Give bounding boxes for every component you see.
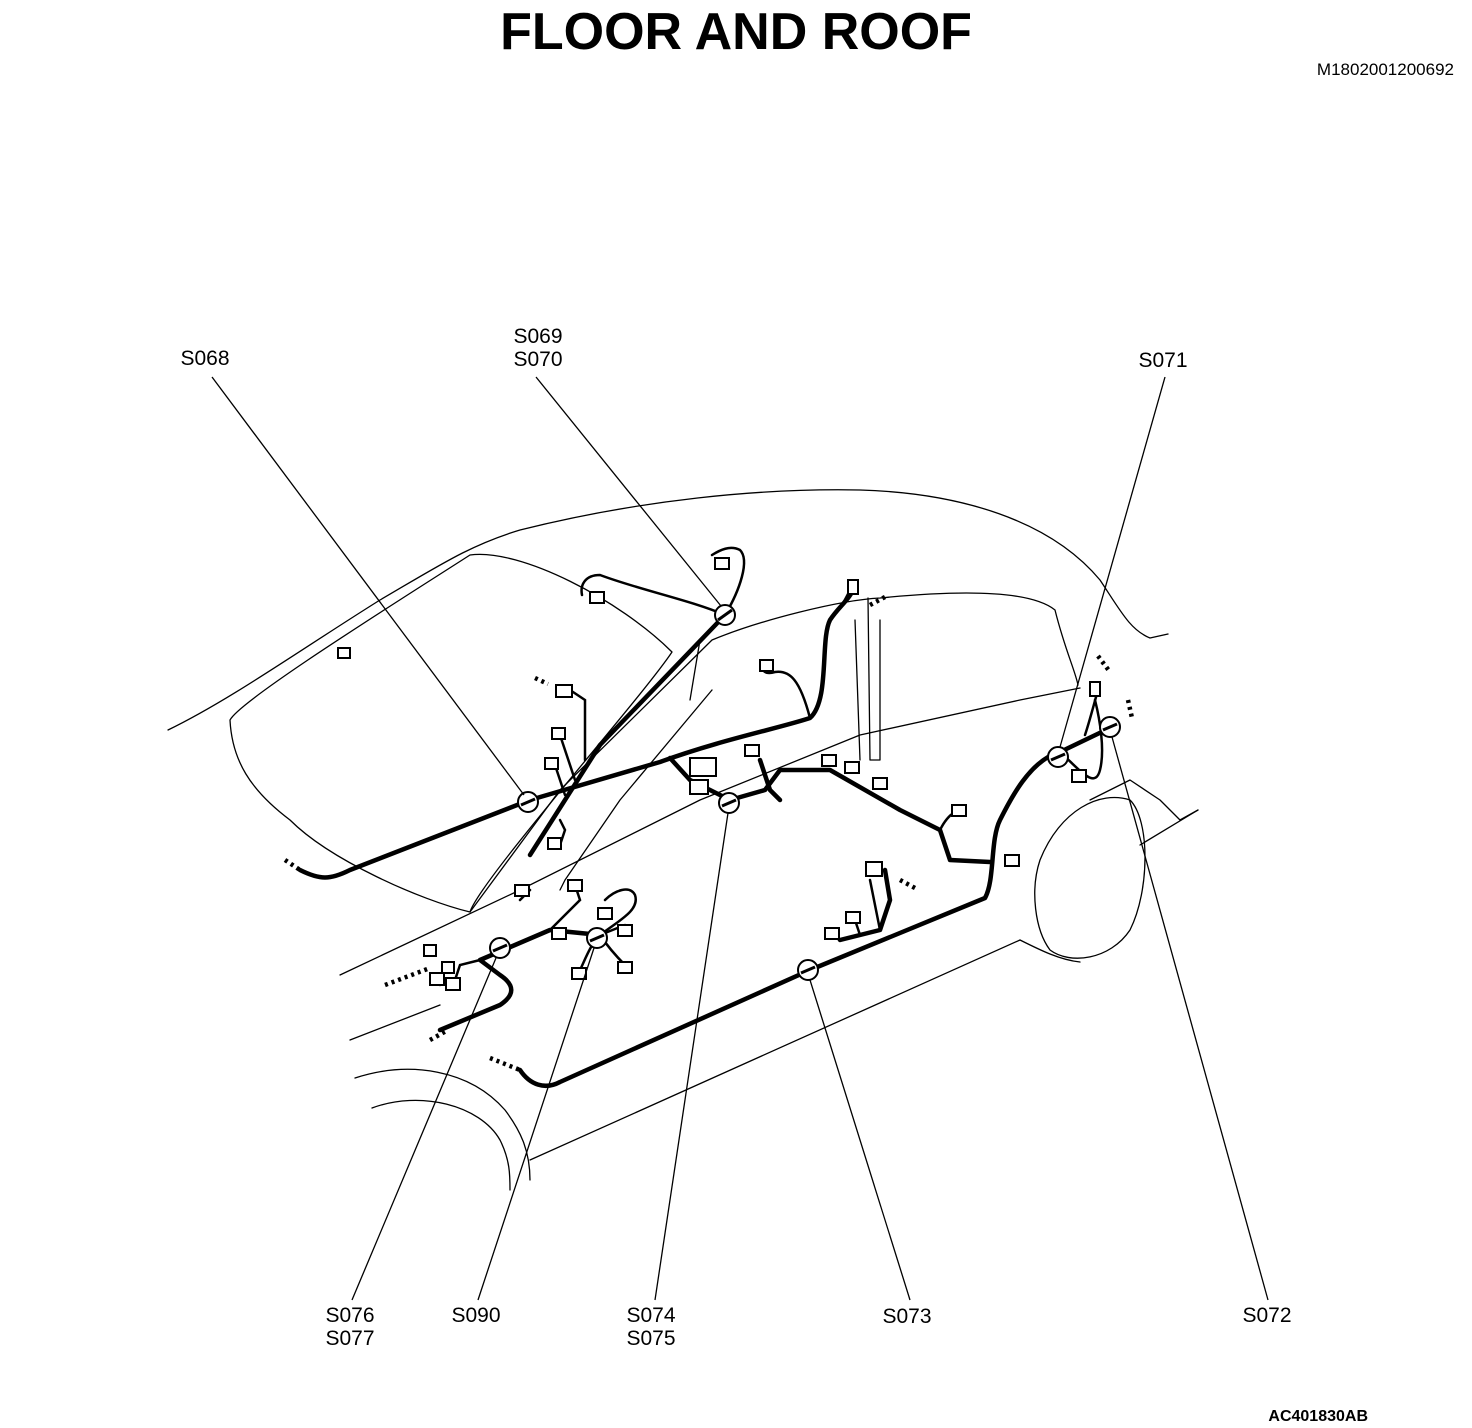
splice-label-s074-s075: S074 S075	[626, 1304, 676, 1350]
wire-harness	[297, 582, 1113, 1088]
splice-label-s073: S073	[882, 1305, 932, 1328]
splice-label-s076-s077: S076 S077	[325, 1304, 375, 1350]
splice-label-s090: S090	[451, 1304, 501, 1327]
car-body-outline	[167, 489, 1199, 1191]
page-title: FLOOR AND ROOF	[500, 3, 972, 61]
leader-lines	[211, 376, 1269, 1301]
document-id: M1802001200692	[1316, 60, 1454, 79]
splice-label-s071: S071	[1138, 349, 1188, 372]
connectors	[337, 557, 1101, 991]
figure-id: AC401830AB	[1268, 1408, 1368, 1425]
branch-wires	[438, 546, 1104, 987]
splice-label-s069-s070: S069 S070	[513, 325, 563, 371]
splice-points	[489, 604, 1121, 981]
wire-harness-dashed	[283, 595, 1135, 1073]
splice-label-s068: S068	[180, 347, 230, 370]
splice-label-s072: S072	[1242, 1304, 1292, 1327]
